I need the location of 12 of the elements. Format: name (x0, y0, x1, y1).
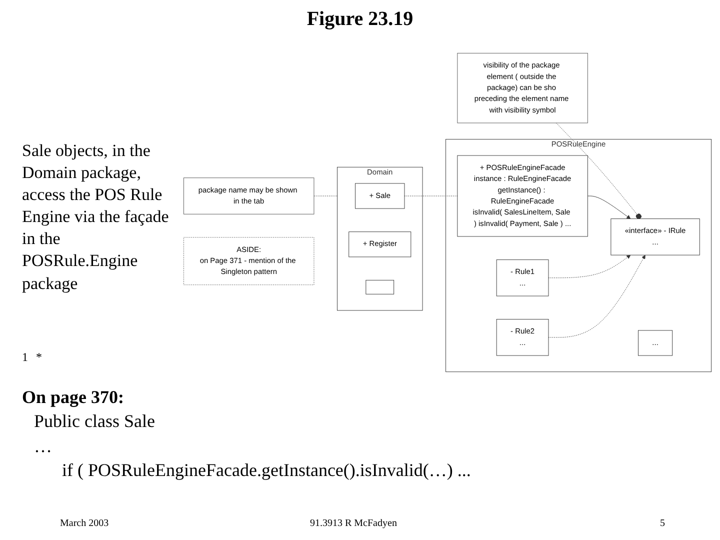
multiplicity-label: 1 (22, 350, 28, 364)
footer-date: March 2003 (60, 518, 109, 529)
page-number: 5 (660, 518, 665, 529)
multiplicity-label: * (36, 350, 42, 364)
figure-title: Figure 23.19 (306, 8, 414, 31)
section-heading: On page 370: (22, 386, 126, 409)
note-text: Sale objects, in the Domain package, access the POS Rule Engine via the façade in the POSRule.Engine package (22, 140, 170, 295)
code-line: if ( POSRuleEngineFacade.getInstance().isInvalid(…) ... (61, 458, 472, 482)
footer-author: 91.3913 R McFadyen (310, 518, 397, 529)
code-line: Public class Sale (33, 410, 156, 434)
code-line: … (33, 434, 53, 458)
node-box (366, 280, 394, 294)
